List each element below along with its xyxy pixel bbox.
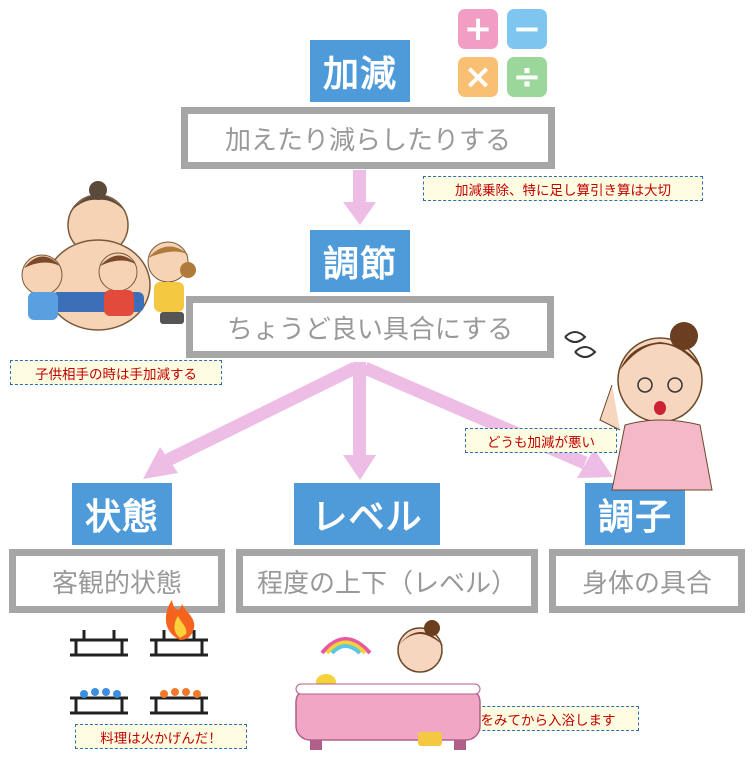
definition-box-choushi: 身体の具合 <box>549 549 745 613</box>
arrow-mid-shaft <box>353 362 366 457</box>
minus-icon: − <box>507 9 547 49</box>
times-icon: × <box>458 57 498 97</box>
heading-chousetsu: 調節 <box>310 230 410 292</box>
arrow-top-head <box>343 202 376 225</box>
heading-choushi: 調子 <box>585 483 685 545</box>
note-joutai: 料理は火かげんだ！ <box>75 724 247 749</box>
note-level: 湯かげんをみてから入浴します <box>403 706 639 731</box>
definition-box-joutai: 客観的状態 <box>9 549 225 613</box>
arrow-mid-head <box>343 455 376 480</box>
divide-icon: ÷ <box>507 57 547 97</box>
arrow-left-head <box>143 447 178 479</box>
arrow-left-shaft <box>165 362 358 466</box>
definition-box-middle: ちょうど良い具合にする <box>186 296 554 358</box>
note-middle-left: 子供相手の時は手加減する <box>10 360 222 385</box>
definition-box-top: 加えたり減らしたりする <box>181 107 555 169</box>
heading-level: レベル <box>294 483 440 545</box>
arrow-right-head <box>577 449 613 478</box>
note-top: 加減乗除、特に足し算引き算は大切 <box>423 176 703 201</box>
heading-joutai: 状態 <box>72 483 172 545</box>
heading-kagen: 加減 <box>310 40 410 102</box>
plus-icon: + <box>458 9 498 49</box>
note-middle-right: どうも加減が悪い <box>465 428 617 453</box>
definition-box-level: 程度の上下（レベル） <box>236 549 538 613</box>
arrow-top-shaft <box>353 170 366 204</box>
